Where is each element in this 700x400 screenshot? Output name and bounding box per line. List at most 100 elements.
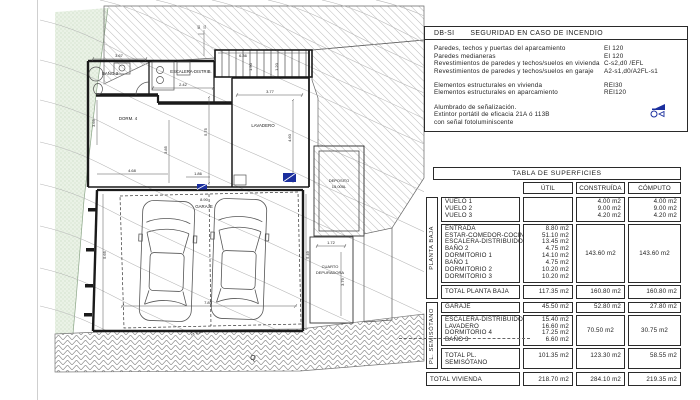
plan-dimension: 5.75: [203, 127, 208, 136]
deposito-room: [313, 145, 365, 237]
fire-row-label: Extintor portátil de eficacia 21A ó 113B: [434, 111, 550, 119]
surface-cell-line: 45.50 m2: [542, 302, 569, 310]
fire-row-label: Revestimientos de paredes y techos/suelo…: [434, 60, 600, 68]
plan-level-mark: 60: [197, 25, 201, 29]
plan-room-label: DORM. 4: [119, 116, 138, 121]
surface-group-row: GARAJE 45.50 m2 52.80 m2 27.80 m2: [441, 301, 681, 313]
surface-construida-cell: 52.80 m2: [576, 301, 625, 313]
surface-cell-line: ESCALERA-DISTRIBUIDOR: [445, 238, 528, 246]
surface-cell-line: DORMITORIO 4: [445, 329, 493, 337]
surface-cell-line: BAÑO 3: [445, 336, 469, 344]
walls: [86, 50, 310, 333]
surface-cell-line: 10.20 m2: [542, 266, 569, 274]
car-top-view: [135, 199, 199, 323]
surface-section-strip: PL. SEMISÓTANO: [426, 301, 438, 370]
fire-table-title: DB-SI SEGURIDAD EN CASO DE INCENDIO: [425, 27, 687, 41]
surface-construida-cell: 70.50 m2: [576, 314, 625, 347]
contour-line: [40, 225, 424, 342]
surface-cell-line: ENTRADA: [445, 224, 476, 232]
surface-cell-line: 14.10 m2: [542, 252, 569, 260]
plan-dimension: 5.49: [305, 250, 310, 259]
plan-level-mark: 01: [203, 25, 207, 29]
surface-section-name: PLANTA BAJA: [429, 226, 435, 270]
terrain-boundary: [71, 7, 109, 346]
surface-cell-line: 17.25 m2: [542, 329, 569, 337]
staircase: [214, 49, 313, 78]
surface-cell-line: 4.20 m2: [653, 211, 677, 219]
surface-util-cell: [523, 197, 573, 222]
site-boundary-lines: [363, 228, 393, 323]
fire-row-value: EI 120: [604, 45, 624, 53]
retaining-wall-steps: [84, 208, 96, 317]
plan-dimension: 7.85: [204, 300, 213, 305]
paved-driveway: [54, 313, 425, 373]
plan-dimension: 1.86: [194, 171, 203, 176]
plan-room-label: ESCALERA-DISTRIB.: [170, 69, 211, 74]
plan-dimension: 3.79: [340, 277, 345, 286]
contour-line: [40, 59, 424, 249]
fire-row-value: REI120: [604, 89, 627, 97]
surface-cell-line: VUELO 3: [445, 211, 473, 219]
surface-grand-total-util: 218.70 m2: [523, 372, 573, 387]
surface-grand-total-construida: 284.10 m2: [576, 372, 625, 387]
fire-row-label: Elementos estructurales en aparcamiento: [434, 89, 559, 97]
surface-cell-line: 27.80 m2: [650, 302, 677, 310]
emergency-light-icon: [196, 183, 208, 190]
surface-total-label: TOTAL PLANTA BAJA: [441, 284, 520, 299]
fire-table-heading: SEGURIDAD EN CASO DE INCENDIO: [470, 29, 603, 37]
surface-util-cell: 45.50 m2: [523, 301, 573, 313]
fire-row-label: Elementos estructurales en vivienda: [434, 82, 543, 90]
surface-grand-total-computo: 219.35 m2: [628, 372, 681, 387]
plan-dimension: 3.77: [266, 89, 275, 94]
surface-cell-line: 52.80 m2: [594, 302, 621, 310]
contour-line: [99, 0, 424, 189]
surface-cell-line: [527, 206, 569, 213]
fire-row-value: [604, 119, 678, 126]
plan-dimension: 8.90: [200, 197, 209, 202]
surface-cell-line: 6.60 m2: [545, 336, 569, 344]
surface-cell-line: VUELO 2: [445, 204, 473, 212]
surface-column-header: CONSTRUÍDA: [576, 182, 625, 194]
surface-cell-line: 9.00 m2: [597, 204, 621, 212]
plan-dimension: 4.68: [128, 168, 137, 173]
surface-cell-line: DORMITORIO 3: [445, 272, 493, 280]
bathroom-fixtures: [88, 61, 247, 186]
plan-dimension: 6.36: [239, 53, 248, 58]
surface-cell-line: ESTAR-COMEDOR-COCINA: [445, 231, 529, 239]
surface-total-computo: 160.80 m2: [628, 284, 681, 299]
surface-table-title: TABLA DE SUPERFICIES: [433, 167, 681, 180]
plan-dimension: 4.60: [287, 133, 292, 142]
surface-grand-total-label: TOTAL VIVIENDA: [426, 372, 520, 387]
plan-dimension: 3.67: [115, 53, 124, 58]
surface-cell-line: DORMITORIO 1: [445, 252, 493, 260]
surface-label-cell: GARAJE: [441, 301, 520, 313]
surface-cell-line: 8.80 m2: [545, 224, 569, 232]
plan-dimension: 3.85: [163, 145, 168, 154]
contour-line: [40, 267, 424, 342]
water-heater-icon: [282, 172, 297, 183]
extinguisher-icon: [650, 110, 665, 120]
contour-line: [40, 19, 424, 209]
surface-total-util: 117.35 m2: [523, 284, 573, 299]
surface-cell-line: 4.75 m2: [545, 245, 569, 253]
fire-row: Extintor portátil de eficacia 21A ó 113B: [434, 111, 678, 118]
surface-total-computo: 58.55 m2: [628, 348, 681, 370]
fire-row-label: Paredes, techos y puertas del aparcamien…: [434, 45, 566, 53]
contour-line: [321, 0, 424, 189]
surface-cell-line: LAVADERO: [445, 322, 479, 330]
contour-line: [155, 0, 424, 189]
plan-dimension: 2x 5.06: [190, 330, 203, 337]
plan-dimension: 1.20: [274, 62, 279, 71]
surface-computo-cell: 143.60 m2: [628, 223, 681, 283]
